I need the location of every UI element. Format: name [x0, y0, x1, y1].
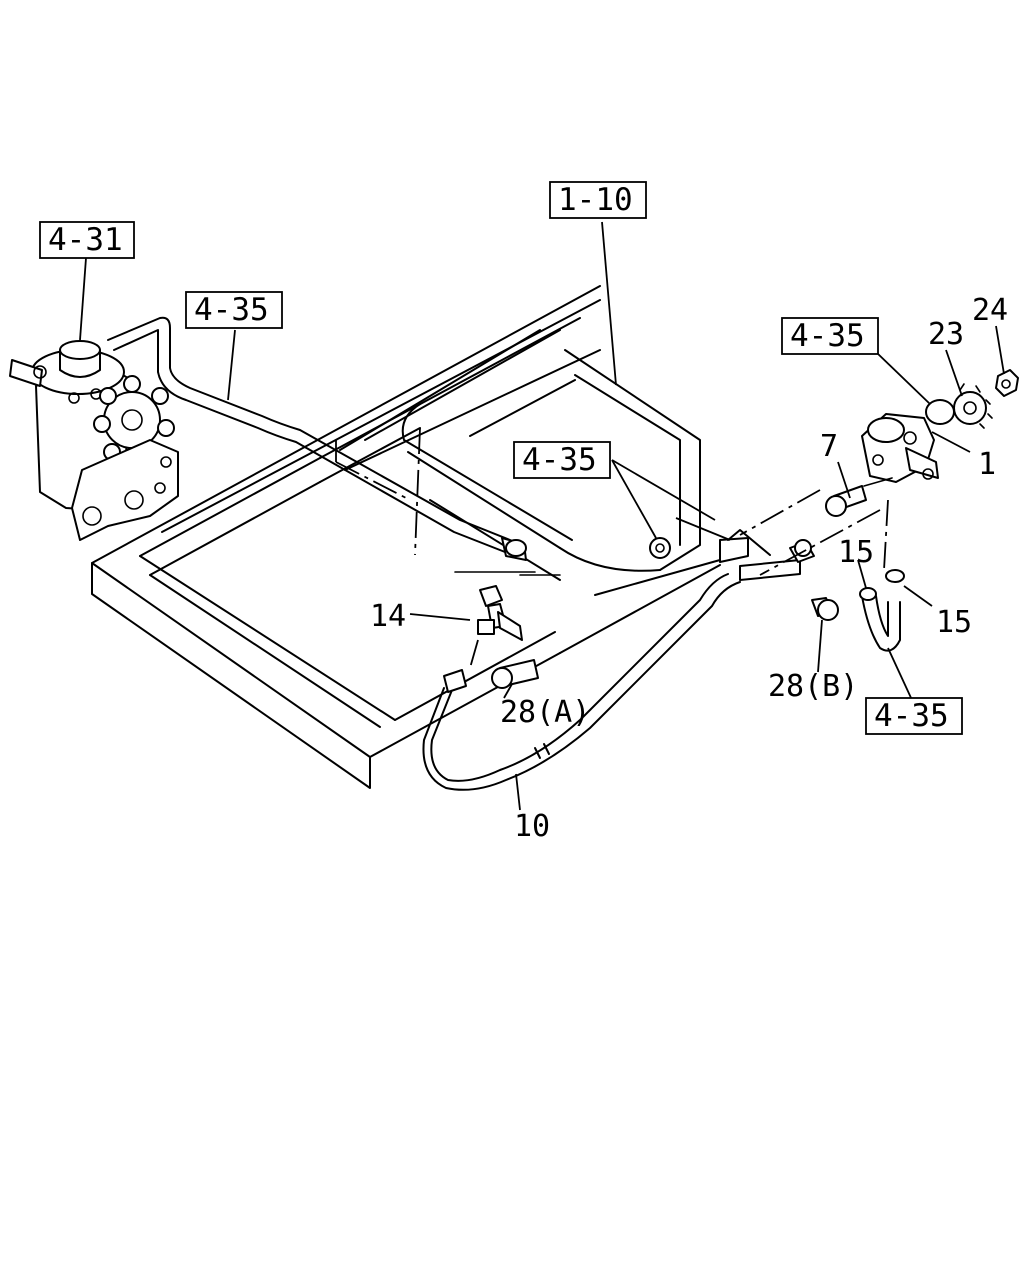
leader-lines — [79, 221, 1005, 811]
left-pressure-pipe — [107, 316, 527, 561]
ref-box-4-35-left[interactable]: 4-35 — [185, 291, 283, 329]
return-hose — [859, 569, 905, 652]
ref-label-4-35-left: 4-35 — [194, 292, 269, 328]
callout-part-28b: 28(B) — [768, 669, 858, 704]
center-bracket — [649, 517, 801, 581]
drive-gear-23 — [953, 383, 993, 429]
union-fitting — [789, 539, 815, 563]
ref-label-1-10: 1-10 — [558, 182, 633, 218]
ref-box-4-31[interactable]: 4-31 — [39, 221, 135, 259]
pump-centerline — [883, 499, 889, 571]
ref-label-4-35-right-top: 4-35 — [790, 318, 865, 354]
callout-part-1: 1 — [978, 447, 996, 482]
callout-part-24: 24 — [972, 293, 1008, 328]
ref-box-4-35-center[interactable]: 4-35 — [513, 441, 611, 479]
bolt-7 — [825, 477, 893, 517]
bolt-28b — [811, 597, 839, 621]
bolt-axis-line — [739, 489, 821, 536]
nut-24 — [995, 369, 1019, 397]
ref-box-4-35-right-top[interactable]: 4-35 — [781, 317, 879, 355]
part-14-fitting — [454, 571, 561, 669]
chassis-frame — [91, 285, 721, 789]
ref-box-4-35-right-bottom[interactable]: 4-35 — [865, 697, 963, 735]
callout-part-23: 23 — [928, 317, 964, 352]
hose-10 — [422, 573, 741, 791]
ref-label-4-35-right-bottom: 4-35 — [874, 698, 949, 734]
bolt-28a — [491, 659, 539, 689]
callout-part-7: 7 — [820, 429, 838, 464]
callout-part-14: 14 — [370, 599, 406, 634]
callout-part-28a: 28(A) — [500, 695, 590, 730]
ref-box-1-10[interactable]: 1-10 — [549, 181, 647, 219]
ref-label-4-35-center: 4-35 — [522, 442, 597, 478]
callout-part-15-left: 15 — [838, 535, 874, 570]
pump-to-bracket-line — [759, 509, 881, 576]
callout-part-15-right: 15 — [936, 605, 972, 640]
power-steering-pump — [861, 413, 939, 483]
ref-label-4-31: 4-31 — [48, 222, 123, 258]
steering-gear-box — [9, 340, 179, 541]
callout-part-10: 10 — [514, 809, 550, 844]
